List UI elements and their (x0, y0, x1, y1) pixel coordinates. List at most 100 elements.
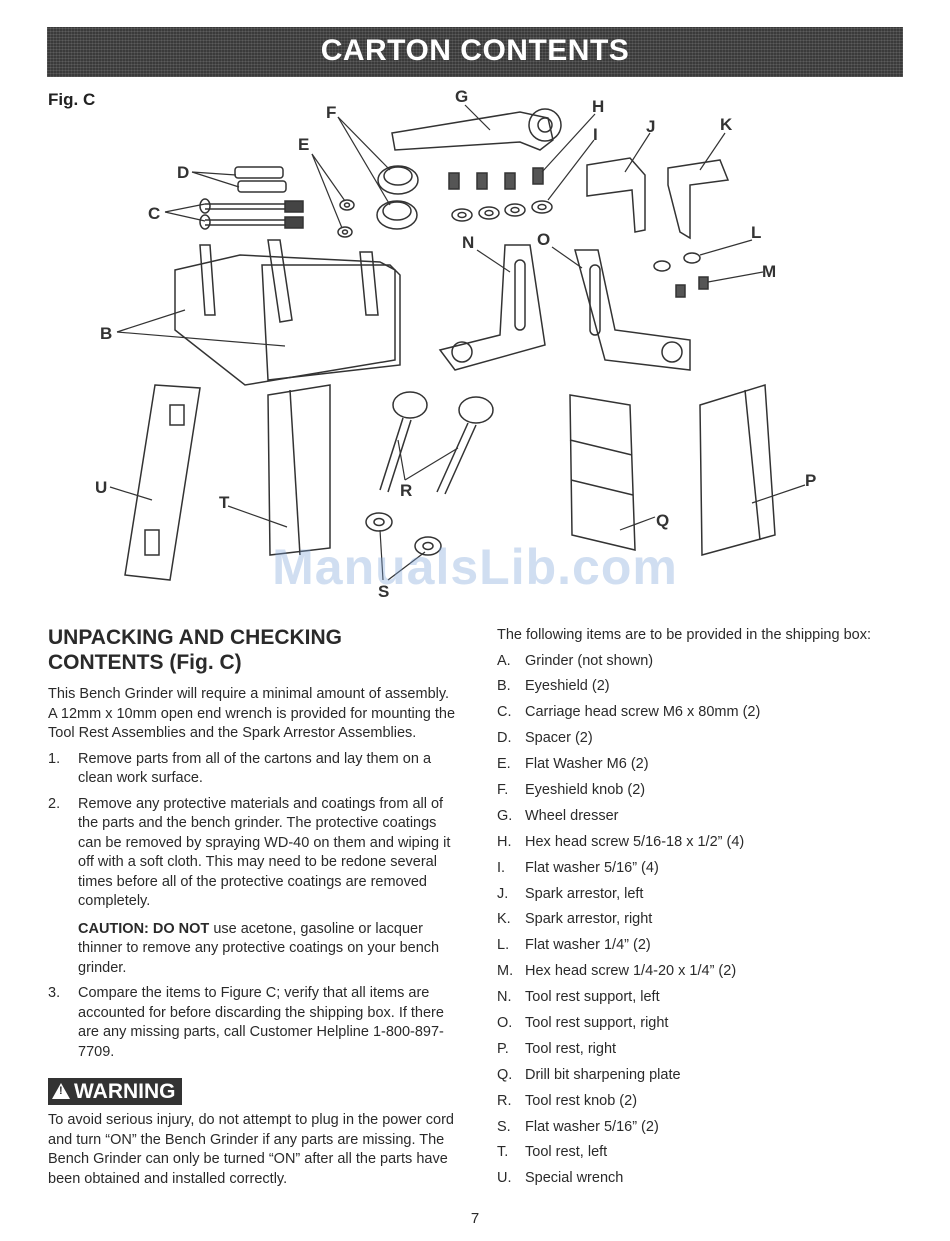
item-text: Special wrench (525, 1170, 624, 1187)
item-text: Tool rest knob (2) (525, 1092, 638, 1109)
list-item: R. Tool rest knob (2) (497, 1092, 897, 1118)
callout-h: H (592, 97, 604, 116)
list-item: U. Special wrench (497, 1169, 897, 1195)
flat-washer-14-drawing (653, 252, 701, 272)
item-letter: E. (497, 756, 511, 773)
item-text: Carriage head screw M6 x 80mm (2) (525, 704, 761, 721)
tool-rest-right-drawing (699, 384, 776, 556)
page-number: 7 (470, 1210, 480, 1227)
parts-illustration: G H F J K I E D C L N O M B U P R T Q S (95, 87, 816, 601)
item-text: Grinder (not shown) (525, 652, 654, 669)
item-letter: O. (497, 1014, 513, 1031)
item-text: Flat washer 5/16” (4) (525, 859, 659, 876)
hex-screw-small-drawing (675, 276, 709, 298)
item-text: Hex head screw 5/16-18 x 1/2” (4) (525, 833, 745, 850)
callout-q: Q (656, 511, 669, 530)
parts-list: A.Grinder (not shown) B.Eyeshield (2) C.… (497, 652, 897, 1196)
item-letter: C. (497, 704, 512, 721)
item-text: Tool rest support, left (525, 989, 660, 1006)
callout-d: D (177, 163, 189, 182)
drill-bit-plate-drawing (569, 394, 636, 551)
callout-l: L (751, 223, 761, 242)
step-number: 1. (48, 750, 61, 767)
spark-arrestor-left-drawing (586, 157, 646, 233)
item-text: Flat washer 5/16” (2) (525, 1118, 659, 1135)
eyeshield-drawing (174, 239, 401, 386)
item-text: Spark arrestor, right (525, 911, 653, 928)
step-item: 2. Remove any protective materials and c… (48, 795, 458, 979)
spacer-drawing (234, 166, 287, 193)
section-banner: CARTON CONTENTS (47, 27, 903, 77)
callout-g: G (455, 87, 468, 106)
section-heading-line1: UNPACKING AND CHECKING (48, 626, 342, 649)
step-number: 2. (48, 795, 61, 812)
callout-j: J (646, 117, 655, 136)
item-text: Drill bit sharpening plate (525, 1066, 681, 1083)
item-letter: P. (497, 1040, 509, 1057)
flat-washer-s-drawing (365, 512, 442, 556)
list-item: L. Flat washer 1/4” (2) (497, 936, 897, 962)
item-text: Flat washer 1/4” (2) (525, 937, 651, 954)
watermark: ManualsLib.com (272, 539, 678, 595)
item-letter: L. (497, 937, 510, 954)
callout-r: R (400, 481, 412, 500)
caution-text: use acetone, gasoline or lacquer thinner… (78, 920, 440, 976)
list-item: N. Tool rest support, left (497, 988, 897, 1014)
item-text: Eyeshield (2) (525, 678, 610, 695)
flat-washer-516-drawing (451, 200, 553, 222)
list-item: K. Spark arrestor, right (497, 910, 897, 936)
list-item: S. Flat washer 5/16” (2) (497, 1118, 897, 1144)
item-letter: J. (497, 885, 509, 902)
item-letter: T. (497, 1144, 509, 1161)
wheel-dresser-drawing (391, 108, 562, 151)
item-letter: G. (497, 807, 513, 824)
item-letter: S. (497, 1118, 511, 1135)
flat-washer-m6-drawing (337, 199, 355, 238)
figure-label: Fig. C (48, 90, 96, 109)
item-text: Tool rest, right (525, 1040, 617, 1057)
callout-u: U (95, 478, 107, 497)
step-list: 1. Remove parts from all of the cartons … (48, 750, 458, 1063)
item-text: Tool rest support, right (525, 1014, 669, 1031)
list-item: F. Eyeshield knob (2) (497, 781, 897, 807)
item-letter: H. (497, 833, 512, 850)
list-item: Q. Drill bit sharpening plate (497, 1066, 897, 1092)
section-heading: UNPACKING AND CHECKING CONTENTS (Fig. C) (48, 625, 458, 675)
spark-arrestor-right-drawing (667, 159, 730, 240)
callout-b: B (100, 324, 112, 343)
item-text: Eyeshield knob (2) (525, 781, 646, 798)
parts-list-intro: The following items are to be provided i… (497, 627, 871, 643)
item-text: Spark arrestor, left (525, 885, 644, 902)
tool-rest-support-right-drawing (574, 249, 691, 371)
item-text: Wheel dresser (525, 807, 619, 824)
step-text: Remove parts from all of the cartons and… (78, 750, 432, 787)
carriage-screw-drawing (199, 198, 304, 230)
item-letter: M. (497, 963, 514, 980)
list-item: C. Carriage head screw M6 x 80mm (2) (497, 703, 897, 729)
item-text: Hex head screw 1/4-20 x 1/4” (2) (525, 963, 737, 980)
item-letter: R. (497, 1092, 512, 1109)
callout-e: E (298, 135, 309, 154)
step-item: 1. Remove parts from all of the cartons … (48, 750, 458, 789)
hex-screw-drawing (448, 167, 544, 190)
item-letter: K. (497, 911, 511, 928)
list-item: D.Spacer (2) (497, 729, 897, 755)
callout-m: M (762, 262, 776, 281)
callout-n: N (462, 233, 474, 252)
list-item: A.Grinder (not shown) (497, 652, 897, 678)
section-heading-line2: CONTENTS (Fig. C) (48, 651, 242, 674)
item-letter: Q. (497, 1066, 513, 1083)
intro-paragraph: This Bench Grinder will require a minima… (48, 686, 456, 741)
callout-k: K (720, 115, 733, 134)
step-item: 3. Compare the items to Figure C; verify… (48, 984, 458, 1062)
warning-text: To avoid serious injury, do not attempt … (48, 1112, 454, 1187)
item-letter: U. (497, 1170, 512, 1187)
special-wrench-drawing (124, 384, 201, 581)
tool-rest-left-drawing (267, 384, 331, 556)
item-letter: F. (497, 781, 509, 798)
unpacking-section: UNPACKING AND CHECKING CONTENTS (Fig. C)… (48, 625, 458, 1189)
list-item: G. Wheel dresser (497, 807, 897, 833)
item-letter: N. (497, 989, 512, 1006)
leader-lines (109, 104, 806, 581)
item-text: Flat Washer M6 (2) (525, 756, 649, 773)
